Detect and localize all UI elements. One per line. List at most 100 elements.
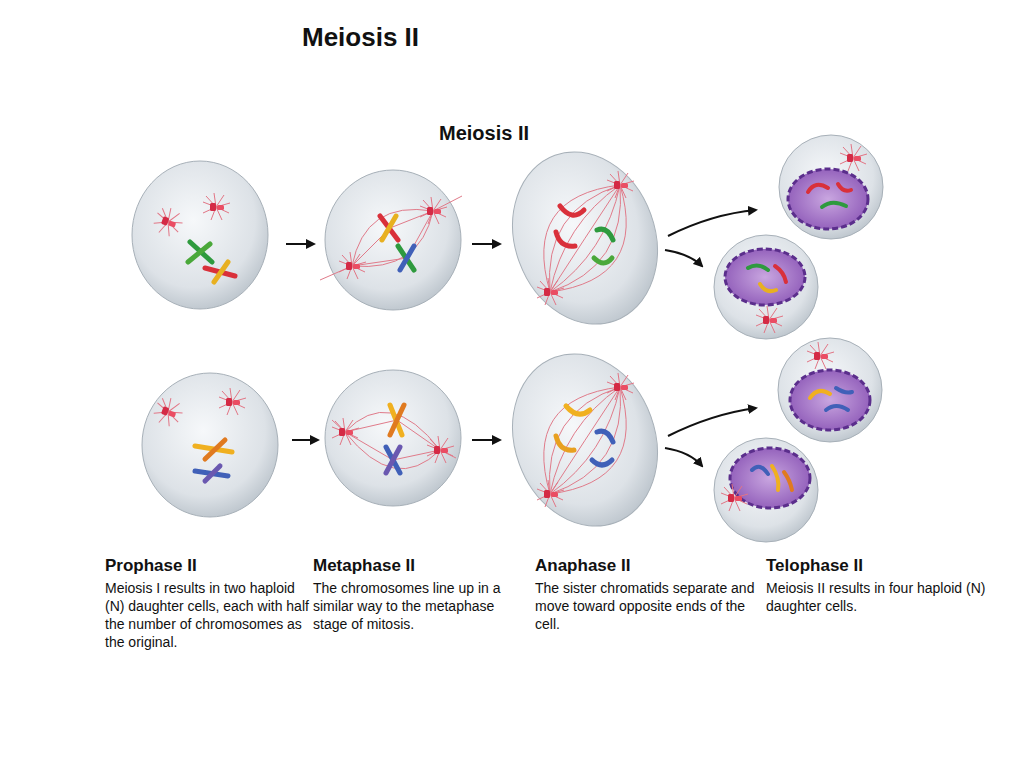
prophase-cell-1-part — [203, 193, 230, 220]
telophase-cell-1a-part-part — [838, 184, 851, 191]
process-arrows-part — [472, 439, 500, 441]
anaphase-cell-1 — [489, 131, 681, 344]
anaphase-cell-1-part — [544, 185, 626, 292]
section-heading: Meiosis II — [382, 120, 586, 146]
metaphase-cell-2-part — [427, 436, 454, 463]
anaphase-cell-2 — [489, 333, 681, 546]
telophase-cell-2b-part — [721, 484, 748, 511]
metaphase-cell-2-part — [332, 418, 359, 445]
anaphase-cell-1-part — [556, 206, 613, 263]
process-arrows-part — [668, 408, 756, 436]
metaphase-cell-2-part — [325, 370, 461, 506]
telophase-cell-1a-part-part — [822, 203, 846, 207]
anaphase-cell-2-part-part — [556, 436, 574, 450]
metaphase-cell-1-part — [420, 197, 447, 224]
prophase-cell-1-part-part — [188, 244, 210, 262]
phase-heading: Metaphase II — [313, 555, 528, 577]
process-arrows-part — [668, 210, 756, 236]
telophase-cell-1a-part — [779, 135, 883, 239]
metaphase-cell-1-part-part — [433, 196, 462, 211]
telophase-cell-2a-part — [807, 342, 834, 369]
process-arrows-part — [292, 439, 318, 441]
telophase-cell-1b-part — [714, 235, 818, 339]
phase-description: The chromosomes line up in a similar way… — [313, 579, 528, 633]
process-arrows-part — [286, 243, 314, 245]
anaphase-cell-2-part — [556, 406, 613, 465]
phase-heading: Anaphase II — [535, 555, 757, 577]
telophase-cell-2a-part — [790, 370, 870, 430]
metaphase-cell-1-part — [380, 216, 414, 270]
telophase-cell-2b-part-part — [752, 467, 768, 474]
telophase-cell-2a — [778, 338, 882, 442]
anaphase-cell-1-part-part — [594, 258, 612, 263]
telophase-cell-2a-part-part — [836, 388, 852, 393]
metaphase-cell-1-part-part — [398, 246, 414, 270]
anaphase-cell-2-part — [544, 387, 626, 494]
anaphase-cell-1-part — [607, 171, 634, 198]
anaphase-cell-1-part-part — [556, 232, 575, 246]
metaphase-cell-1 — [320, 170, 462, 310]
telophase-cell-1a-part — [840, 144, 867, 171]
prophase-cell-2 — [142, 373, 278, 517]
anaphase-cell-2-part-part — [566, 406, 590, 414]
telophase-cell-1a-part-part — [808, 185, 828, 192]
anaphase-cell-2-part — [607, 373, 634, 400]
metaphase-cell-1-part — [339, 252, 366, 279]
process-arrows — [286, 210, 756, 466]
telophase-cell-1b-part-part — [748, 265, 768, 270]
telophase-cell-1b-part-part — [760, 284, 776, 291]
metaphase-cell-1-part-part — [400, 246, 414, 270]
telophase-cell-1a-part — [808, 184, 851, 207]
prophase-cell-1-part — [132, 161, 268, 309]
telophase-cell-2a-part — [810, 388, 852, 410]
page-title: Meiosis II — [302, 20, 602, 54]
telophase-cell-2b-part — [752, 466, 792, 490]
telophase-cell-2b-part — [714, 438, 818, 542]
metaphase-cell-2-part-part — [390, 405, 404, 435]
prophase-cell-2-part-part — [205, 440, 225, 459]
anaphase-cell-2-part-part — [597, 431, 613, 442]
prophase-cell-1 — [132, 161, 268, 309]
process-arrows-part — [472, 243, 500, 245]
telophase-cell-1a — [779, 135, 883, 239]
prophase-cell-1-part — [188, 242, 235, 282]
metaphase-cell-1-part-part — [352, 209, 433, 266]
metaphase-cell-1-part-part — [382, 216, 396, 240]
process-arrows-part — [665, 448, 702, 466]
metaphase-cell-2-part — [386, 405, 404, 473]
telophase-cell-2a-part — [778, 338, 882, 442]
phase-description: Meiosis I results in two haploid (N) dau… — [105, 579, 311, 651]
process-arrows-part — [665, 250, 702, 266]
metaphase-cell-1-part — [320, 196, 462, 280]
anaphase-cell-2-part — [537, 480, 564, 507]
metaphase-cell-1-part — [325, 170, 461, 310]
anaphase-cell-2-part-part — [592, 460, 612, 465]
telophase-cell-1a-part — [788, 169, 868, 229]
telophase-cell-1b-part — [748, 265, 786, 291]
anaphase-cell-1-part — [489, 131, 681, 344]
prophase-cell-2-part-part — [205, 466, 220, 481]
anaphase-cell-1-part — [537, 278, 564, 305]
prophase-cell-2-part — [151, 394, 186, 429]
anaphase-cell-2-part — [489, 333, 681, 546]
telophase-cell-2b-part-part — [772, 466, 778, 490]
metaphase-cell-1-part-part — [352, 211, 433, 267]
prophase-cell-2-part — [142, 373, 278, 517]
telophase-cell-1b-part-part — [775, 266, 786, 282]
metaphase-cell-2 — [325, 370, 461, 506]
telophase-cell-2a-part-part — [826, 406, 848, 410]
prophase-cell-2-part — [195, 440, 232, 481]
phase-description: The sister chromatids separate and move … — [535, 579, 757, 633]
phase-description: Meiosis II results in four haploid (N) d… — [766, 579, 1006, 615]
telophase-cell-1b — [714, 235, 818, 339]
anaphase-cell-1-part-part — [560, 206, 584, 215]
metaphase-cell-2-part-part — [386, 447, 400, 473]
prophase-cell-2-part — [219, 388, 246, 415]
telophase-cell-1b-part — [756, 306, 783, 333]
telophase-cell-2b-part-part — [784, 472, 792, 490]
telophase-cell-2b — [714, 438, 818, 542]
metaphase-cell-2-part-part — [386, 447, 400, 473]
metaphase-cell-1-part-part — [352, 258, 407, 266]
